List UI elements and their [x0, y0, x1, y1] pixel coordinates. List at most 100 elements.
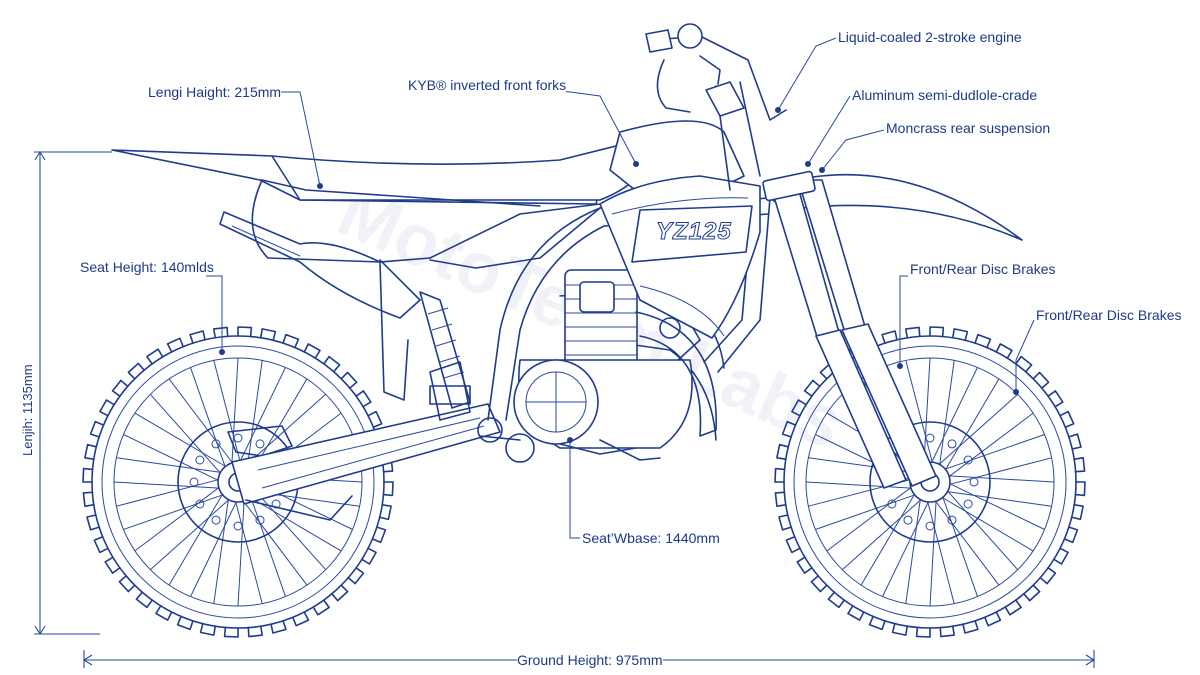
- exhaust: [219, 211, 717, 437]
- rear-tire-knobs: [82, 326, 394, 638]
- leader-lines: [206, 37, 1035, 539]
- spoke: [941, 495, 978, 597]
- spoke: [238, 367, 286, 465]
- spoke: [937, 393, 1019, 467]
- front-spokes: [805, 357, 1055, 607]
- spoke: [938, 360, 955, 467]
- disc-hole: [211, 515, 221, 525]
- spoke: [933, 499, 1000, 586]
- engine: [429, 269, 701, 463]
- disc-hole: [903, 515, 913, 525]
- spoke: [826, 485, 913, 552]
- label-height-top: Lengi Haight: 215mm: [148, 84, 282, 100]
- clutch-lever: [656, 59, 691, 113]
- label-front-brakes: Front/Rear Disc Brakes: [910, 261, 1056, 277]
- front-fender: [779, 173, 1023, 241]
- label-wheelbase: Seat’Wbase: 1440mm: [582, 530, 720, 546]
- spoke: [815, 493, 917, 530]
- disc-hole: [255, 515, 265, 525]
- spoke: [116, 478, 221, 507]
- spoke: [237, 498, 245, 607]
- disc-hole: [969, 477, 979, 487]
- spoke: [805, 481, 914, 489]
- disc-hole: [189, 477, 199, 487]
- spoke: [943, 434, 1045, 471]
- spoke: [123, 493, 225, 530]
- footpeg: [559, 443, 637, 455]
- spoke: [190, 367, 227, 469]
- spoke: [190, 499, 238, 597]
- spoke: [149, 393, 223, 475]
- swingarm: [231, 403, 503, 521]
- spoke: [930, 367, 978, 465]
- spoke: [926, 499, 955, 604]
- kickstart: [599, 439, 661, 461]
- front-brake-disc: [869, 421, 991, 543]
- spoke: [945, 490, 1052, 507]
- brake-pedal: [429, 385, 471, 405]
- spoke: [905, 497, 922, 604]
- disc-hole: [233, 521, 243, 531]
- spoke: [253, 489, 327, 571]
- front-tire: [783, 335, 1077, 629]
- bar-clamp: [677, 23, 703, 49]
- countershaft-sprocket: [505, 433, 535, 463]
- disc-hole: [963, 455, 973, 465]
- spoke: [947, 412, 1034, 479]
- spoke: [245, 393, 327, 467]
- rear-rim-outer: [101, 345, 375, 619]
- spoke: [841, 497, 923, 571]
- side-panel: [251, 179, 431, 263]
- front-rim-outer: [793, 345, 1067, 619]
- seat: [271, 139, 646, 201]
- spoke: [947, 482, 1045, 530]
- disc-hole: [925, 433, 935, 443]
- spoke: [923, 357, 931, 466]
- label-length: Lenjih: 1135mm: [20, 364, 35, 456]
- spoke: [213, 497, 230, 604]
- spoke: [241, 499, 308, 586]
- disc-hole: [255, 439, 265, 449]
- label-ground-height: Ground Height: 975mm: [517, 652, 663, 668]
- silencer: [219, 211, 421, 319]
- spoke: [123, 434, 221, 482]
- spoke: [231, 357, 239, 466]
- spoke: [945, 489, 1019, 571]
- disc-hole: [963, 499, 973, 509]
- spoke: [213, 360, 242, 465]
- spoke: [113, 481, 222, 489]
- spoke: [249, 495, 286, 597]
- disc-hole: [925, 521, 935, 531]
- spoke: [860, 492, 916, 586]
- fork-boot: [705, 81, 745, 117]
- disc-hole: [195, 499, 205, 509]
- front-forks: [705, 81, 937, 489]
- label-seat-height: Seat Height: 140mlds: [80, 259, 214, 275]
- label-forks: KYB® inverted front forks: [408, 77, 567, 93]
- label-engine: Liquid-coaled 2-stroke engine: [838, 29, 1022, 45]
- side-number-plate: [631, 205, 753, 263]
- spoke: [234, 499, 263, 604]
- triple-clamp: [762, 170, 816, 202]
- spoke: [940, 496, 1034, 552]
- spoke: [134, 485, 221, 552]
- rear-tire: [91, 335, 385, 629]
- disc-hole: [887, 499, 897, 509]
- spoke: [929, 498, 937, 607]
- disc-hole: [195, 455, 205, 465]
- grip: [645, 29, 673, 53]
- disc-hole: [947, 515, 957, 525]
- spoke: [944, 378, 1000, 472]
- spoke: [134, 412, 228, 468]
- spoke: [168, 492, 224, 586]
- disc-hole: [233, 433, 243, 443]
- label-rear-suspension: Moncrass rear suspension: [886, 120, 1051, 136]
- front-wheel: [774, 326, 1086, 638]
- fork-lower: [841, 323, 937, 487]
- label-frame: Aluminum semi-dudlole-crade: [852, 87, 1038, 103]
- label-front-brakes-2: Front/Rear Disc Brakes: [1036, 307, 1182, 323]
- spoke: [168, 378, 235, 465]
- spoke: [116, 457, 223, 474]
- spoke: [882, 499, 930, 597]
